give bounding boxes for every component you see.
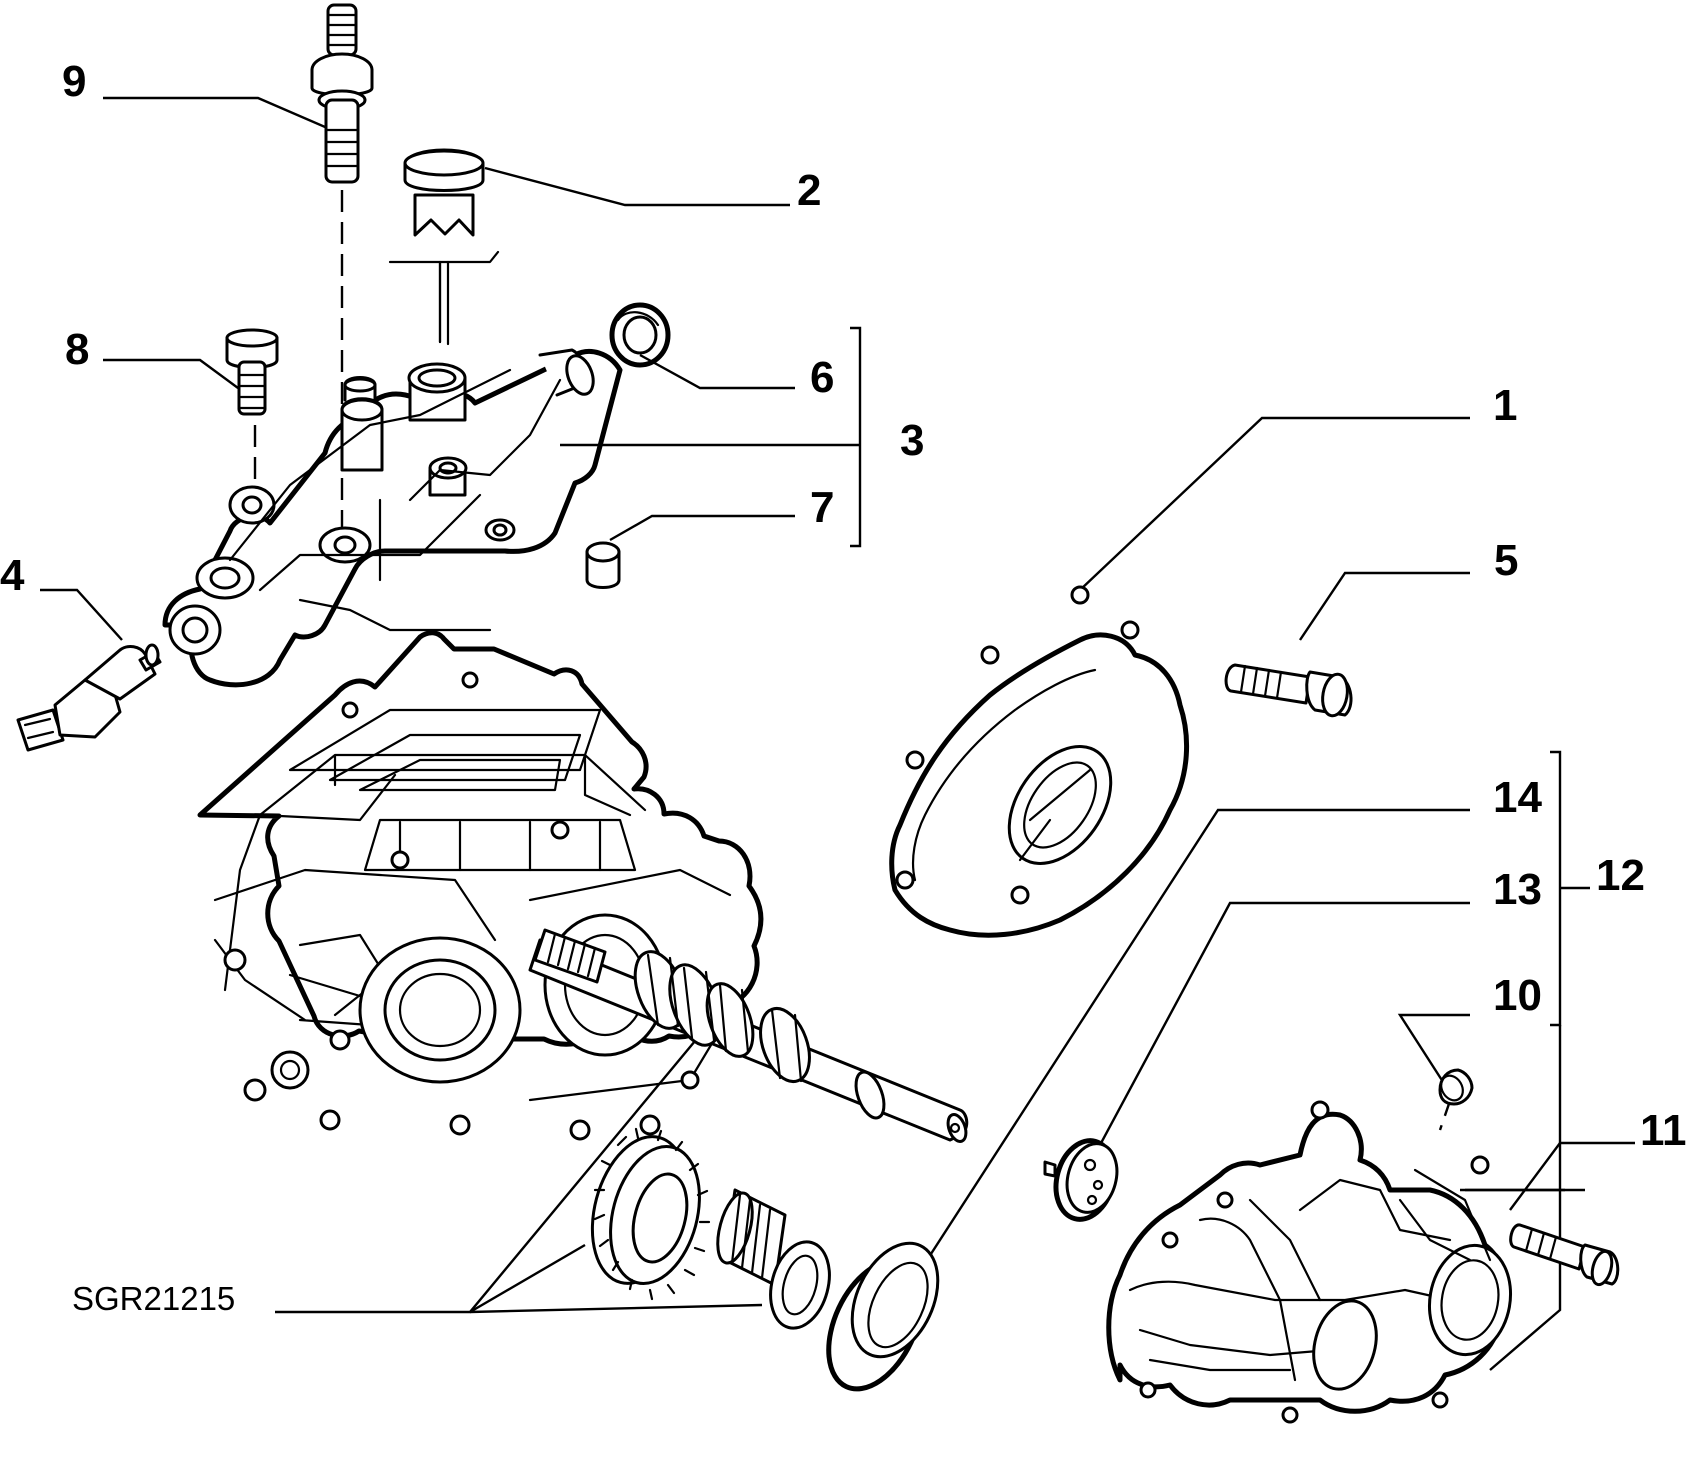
callout-11: 11 (1640, 1106, 1687, 1155)
callout-3: 3 (900, 416, 924, 465)
callout-2: 2 (797, 166, 821, 215)
callout-8: 8 (65, 325, 89, 374)
small-cover-part-13 (1043, 1138, 1119, 1222)
cap-part-2 (388, 148, 500, 346)
callout-7: 7 (810, 483, 834, 532)
gear-part (590, 1127, 711, 1301)
bushing-part-7 (585, 541, 621, 589)
cover-housing-part-3 (162, 348, 623, 688)
callout-5: 5 (1494, 536, 1518, 585)
callout-6: 6 (810, 353, 834, 402)
bolt-part-11 (1509, 1223, 1620, 1287)
callout-13: 13 (1493, 865, 1542, 914)
callout-1: 1 (1493, 381, 1517, 430)
leader-lines (40, 96, 1635, 1371)
needle-bearing-part (716, 1188, 831, 1330)
callout-12: 12 (1596, 851, 1645, 900)
side-cover-part-1 (889, 585, 1189, 938)
callout-labels: 9 2 8 6 3 7 4 1 5 14 13 12 10 11 SGR2121… (0, 57, 1687, 1317)
callout-10: 10 (1493, 971, 1542, 1020)
drawing-code: SGR21215 (72, 1280, 235, 1317)
bolt-part-5 (1224, 663, 1353, 718)
sensor-part-4 (16, 643, 162, 752)
callout-4: 4 (0, 551, 25, 600)
main-shaft (528, 928, 969, 1143)
seal-part-6 (609, 302, 671, 368)
bolt-part-8 (225, 328, 279, 416)
bearing-ring-part-14 (826, 1241, 940, 1392)
plug-part-10 (1438, 1068, 1474, 1106)
callout-14: 14 (1493, 773, 1542, 822)
housing-part-12 (1106, 1100, 1513, 1424)
stud-bolt-part-9 (310, 3, 374, 184)
callout-9: 9 (62, 57, 86, 106)
